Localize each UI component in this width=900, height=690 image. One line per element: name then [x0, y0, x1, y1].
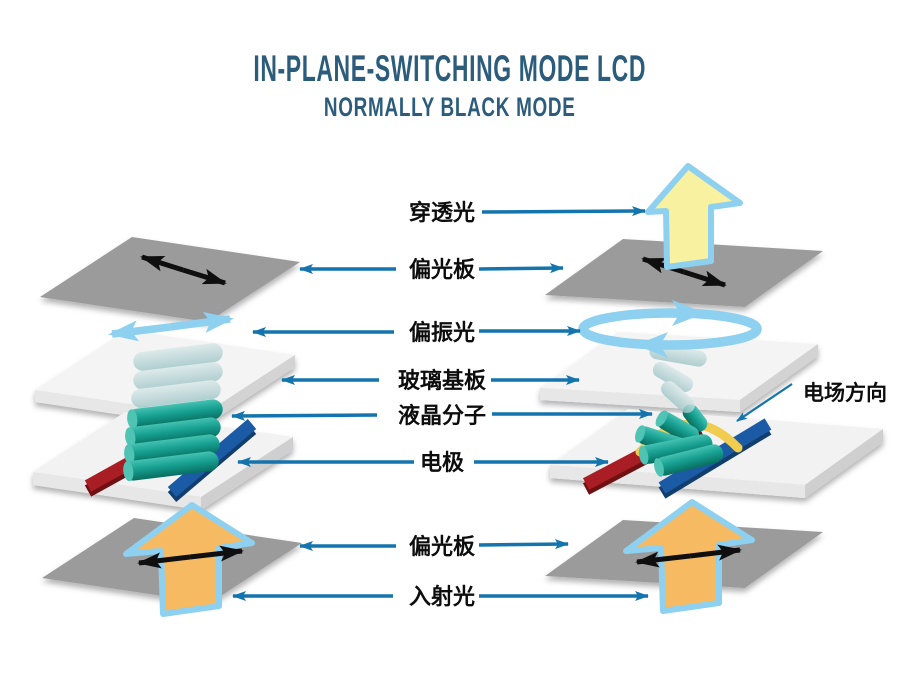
- left-polarized-light-arrow: [108, 312, 234, 342]
- left-top-polarizer-axis-arrow: [140, 254, 227, 286]
- right-top-polarizer-axis-arrow: [641, 256, 727, 288]
- rotation-arrowhead-top: [672, 300, 705, 326]
- right-polarized-light-rotation: [578, 300, 762, 358]
- left-bottom-polarizer-axis-arrow: [137, 545, 244, 569]
- rotation-arrowhead-bottom: [636, 332, 668, 358]
- label-incident-light: 入射光: [409, 584, 475, 610]
- label-polarizer-top: 偏光板: [409, 257, 476, 283]
- page-title: IN-PLANE-SWITCHING MODE LCD: [0, 48, 900, 90]
- label-transmitted-light: 穿透光: [409, 200, 475, 226]
- label-electrode: 电极: [420, 451, 465, 476]
- right-glass-substrate: [540, 332, 818, 412]
- pointer-transmitted-right: [481, 206, 646, 217]
- pointer-lc-left: [231, 410, 378, 421]
- right-stack: [540, 163, 883, 614]
- center-labels: 穿透光 偏光板 偏振光 玻璃基板 液晶分子 电极 偏光板 入射光 电场方向: [231, 200, 887, 610]
- right-transmitted-light-arrow: [645, 163, 743, 270]
- label-polarized-light: 偏振光: [409, 320, 475, 346]
- pointer-polarizer-bottom-right: [478, 539, 569, 550]
- left-top-polarizer-plate: [40, 237, 300, 322]
- right-bottom-polarizer-axis-arrow: [635, 544, 742, 568]
- page-title-text: IN-PLANE-SWITCHING MODE LCD: [253, 48, 647, 89]
- efield-direction-pointer-arrow: [736, 383, 793, 422]
- left-lc-molecules-ghost: [131, 343, 223, 408]
- label-lc-molecules: 液晶分子: [398, 403, 486, 429]
- page-subtitle: NORMALLY BLACK MODE: [0, 92, 900, 123]
- label-polarizer-bottom: 偏光板: [409, 534, 476, 560]
- pointer-polarizer-top-right: [478, 263, 564, 274]
- left-lc-molecules-solid: [123, 399, 223, 482]
- label-glass-substrate: 玻璃基板: [398, 368, 487, 394]
- label-efield-direction: 电场方向: [803, 381, 887, 405]
- left-stack: [33, 237, 302, 617]
- diagram-titles: IN-PLANE-SWITCHING MODE LCD NORMALLY BLA…: [0, 48, 900, 123]
- page-subtitle-text: NORMALLY BLACK MODE: [324, 92, 576, 122]
